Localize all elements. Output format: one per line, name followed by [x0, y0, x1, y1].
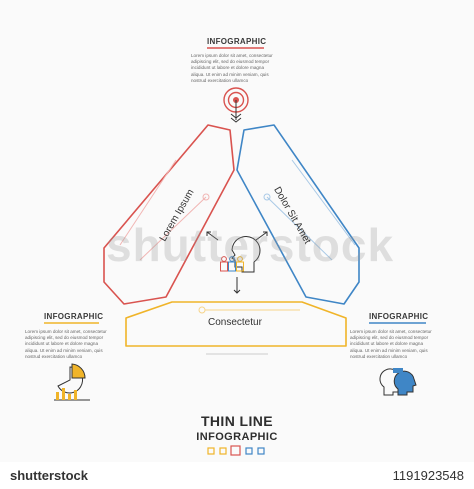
right-accent-line: [291, 159, 356, 246]
left-accent-line: [119, 159, 177, 246]
bottom-segment-shape: [125, 301, 347, 347]
arrow-up-right-icon: [255, 231, 268, 241]
pie-chart-icon: [54, 363, 90, 401]
footer-bar: shutterstock 1191923548: [0, 462, 474, 489]
left-block-body: Lorem ipsum dolor sit amet, consectetur …: [25, 329, 107, 359]
human-heads-icon: [379, 368, 417, 396]
people-and-head-icon: [220, 236, 261, 273]
arrow-down-icon: [233, 277, 241, 294]
page-subtitle: INFOGRAPHIC: [196, 431, 278, 443]
footer-image-id: 1191923548: [392, 468, 464, 483]
left-segment-shape: [103, 124, 235, 305]
top-block-title: INFOGRAPHIC: [207, 37, 267, 46]
right-connector-line: [263, 193, 333, 261]
triangle-diagram: [44, 47, 426, 456]
left-block-title: INFOGRAPHIC: [44, 312, 104, 321]
footer-logo[interactable]: shutterstock: [10, 468, 89, 483]
arrow-up-left-icon: [206, 231, 219, 241]
bottom-segment-label: Consectetur: [208, 317, 262, 328]
watermark-text: shutterstock: [106, 219, 395, 271]
page-title: THIN LINE: [200, 413, 274, 429]
target-with-arrow-icon: [223, 87, 249, 123]
infographic-canvas: shutterstock INFOGRAPHIC Lorem ipsum dol…: [25, 37, 432, 456]
right-block-body: Lorem ipsum dolor sit amet, consectetur …: [350, 329, 432, 359]
right-segment-shape: [236, 124, 360, 305]
bottom-connector-line: [198, 306, 300, 314]
right-block-title: INFOGRAPHIC: [369, 312, 429, 321]
left-connector-line: [139, 193, 210, 261]
top-block-body: Lorem ipsum dolor sit amet, consectetur …: [191, 53, 273, 83]
color-squares-decoration: [207, 445, 265, 456]
